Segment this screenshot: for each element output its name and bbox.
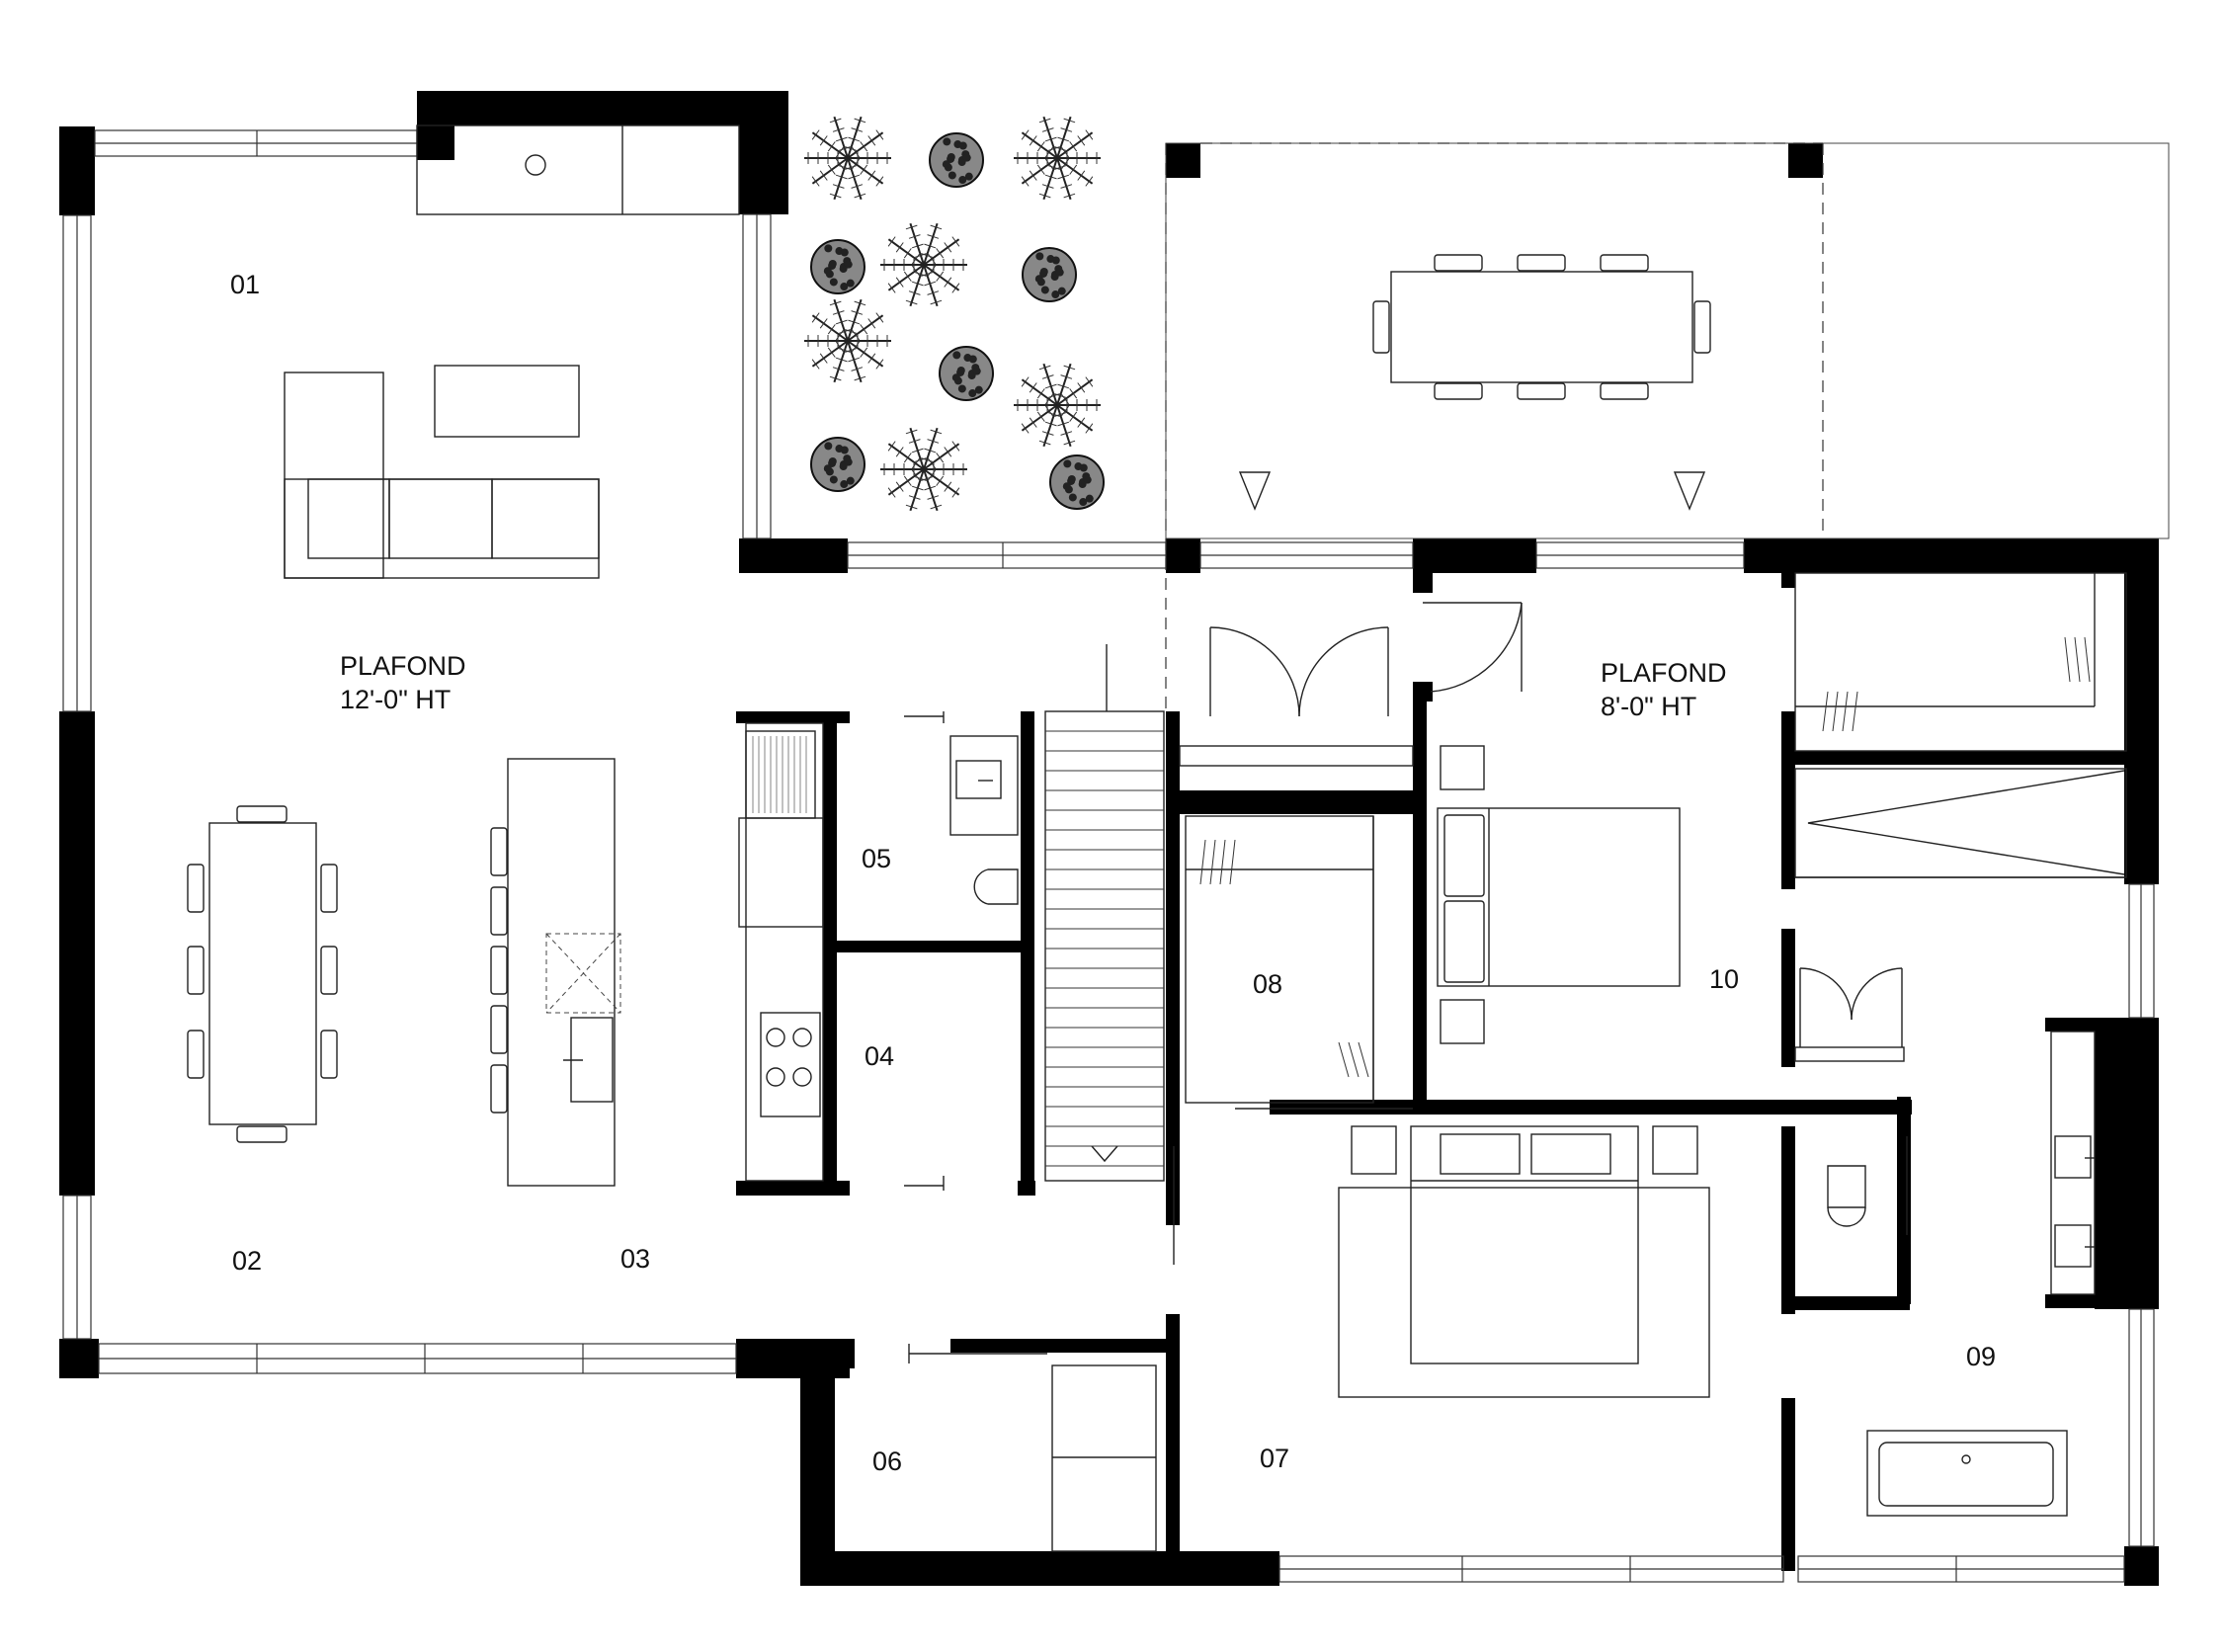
ceiling-notes: PLAFOND 12'-0" HT PLAFOND 8'-0" HT (340, 651, 1727, 721)
room-label-02: 02 (232, 1246, 262, 1276)
shrub-icon (929, 132, 984, 188)
tree-icon (804, 298, 891, 383)
kitchen-counter (738, 722, 824, 1182)
ceiling-note-bedroom-line1: PLAFOND (1601, 658, 1727, 688)
fireplace (416, 124, 740, 215)
planter (804, 116, 1105, 512)
ceiling-note-living-line2: 12'-0" HT (340, 685, 451, 714)
dressing-top-right (1794, 572, 2127, 878)
tree-icon (1014, 116, 1101, 201)
walls (59, 91, 2159, 1586)
ceiling-note-bedroom-line2: 8'-0" HT (1601, 692, 1696, 721)
dining-table (187, 805, 338, 1143)
room-label-04: 04 (865, 1041, 894, 1071)
shrub-icon (1049, 454, 1105, 510)
coffee-table (434, 365, 580, 438)
room-label-09: 09 (1966, 1342, 1996, 1371)
stairs (1044, 644, 1165, 1182)
shrub-icon (1022, 247, 1077, 302)
room-labels: 01 02 03 04 05 06 07 08 09 10 (230, 270, 1996, 1476)
tree-icon (880, 222, 967, 307)
tree-icon (804, 116, 891, 201)
powder-room-fixtures (904, 711, 1019, 1191)
wardrobe-08 (1173, 815, 1413, 1265)
room-label-07: 07 (1260, 1444, 1289, 1473)
room-label-10: 10 (1709, 964, 1739, 994)
marker-triangle-left (1238, 471, 1272, 511)
kitchen-island (490, 758, 621, 1187)
bed-room-07 (1338, 1125, 1710, 1398)
entry-doors (1179, 602, 1523, 767)
room-label-06: 06 (872, 1446, 902, 1476)
bed-room-10 (1437, 745, 1681, 1044)
ceiling-note-living-line1: PLAFOND (340, 651, 466, 681)
tree-icon (880, 427, 967, 512)
shrub-icon (810, 239, 865, 294)
marker-triangle-right (1673, 471, 1706, 511)
windows (62, 129, 2155, 1583)
sofa (284, 372, 600, 579)
room-label-05: 05 (862, 844, 891, 873)
room-label-01: 01 (230, 270, 260, 299)
terrace (1165, 142, 2170, 711)
ensuite (1794, 967, 2096, 1517)
closet-06 (908, 1344, 1157, 1552)
room-label-03: 03 (620, 1244, 650, 1274)
shrub-icon (810, 437, 865, 492)
outdoor-chairs (1372, 254, 1711, 400)
tree-icon (1014, 363, 1101, 448)
room-label-08: 08 (1253, 969, 1282, 999)
shrub-icon (939, 346, 994, 401)
